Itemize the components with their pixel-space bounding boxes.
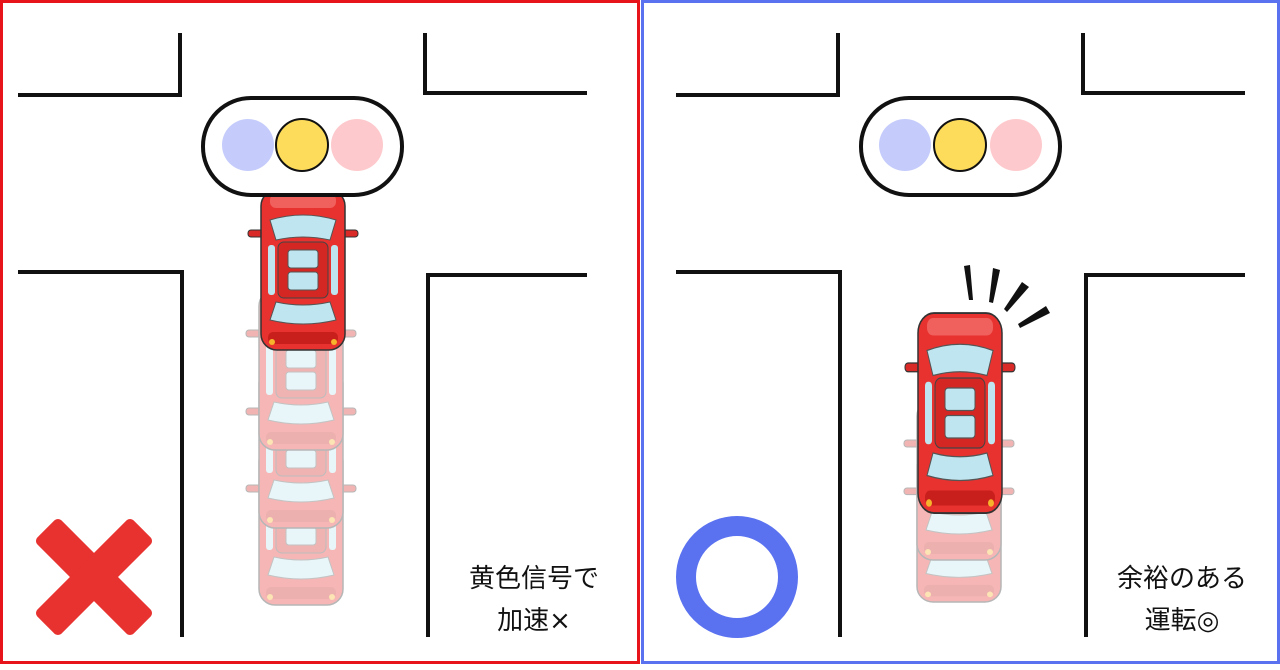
left-caption-line2: 加速× xyxy=(497,606,571,636)
right-caption: 余裕のある 運転◎ xyxy=(1097,558,1267,642)
blue-light xyxy=(222,119,274,171)
left-caption: 黄色信号で 加速× xyxy=(449,558,619,642)
red-light xyxy=(990,119,1042,171)
yellow-light xyxy=(933,118,987,172)
right-caption-line2: 運転◎ xyxy=(1144,606,1220,636)
left-caption-line1: 黄色信号で xyxy=(468,564,599,594)
right-caption-line1: 余裕のある xyxy=(1116,564,1247,594)
right-traffic-light xyxy=(859,96,1062,197)
left-panel-bad-example xyxy=(0,0,640,664)
yellow-light xyxy=(275,118,329,172)
cross-mark-icon xyxy=(35,518,153,636)
left-traffic-light xyxy=(201,96,404,197)
right-panel-good-example xyxy=(641,0,1280,664)
left-road-lines xyxy=(18,33,587,637)
right-road-lines xyxy=(676,33,1245,637)
blue-light xyxy=(879,119,931,171)
red-light xyxy=(331,119,383,171)
circle-mark-icon xyxy=(676,516,798,638)
alert-lines-icon xyxy=(964,265,1050,328)
